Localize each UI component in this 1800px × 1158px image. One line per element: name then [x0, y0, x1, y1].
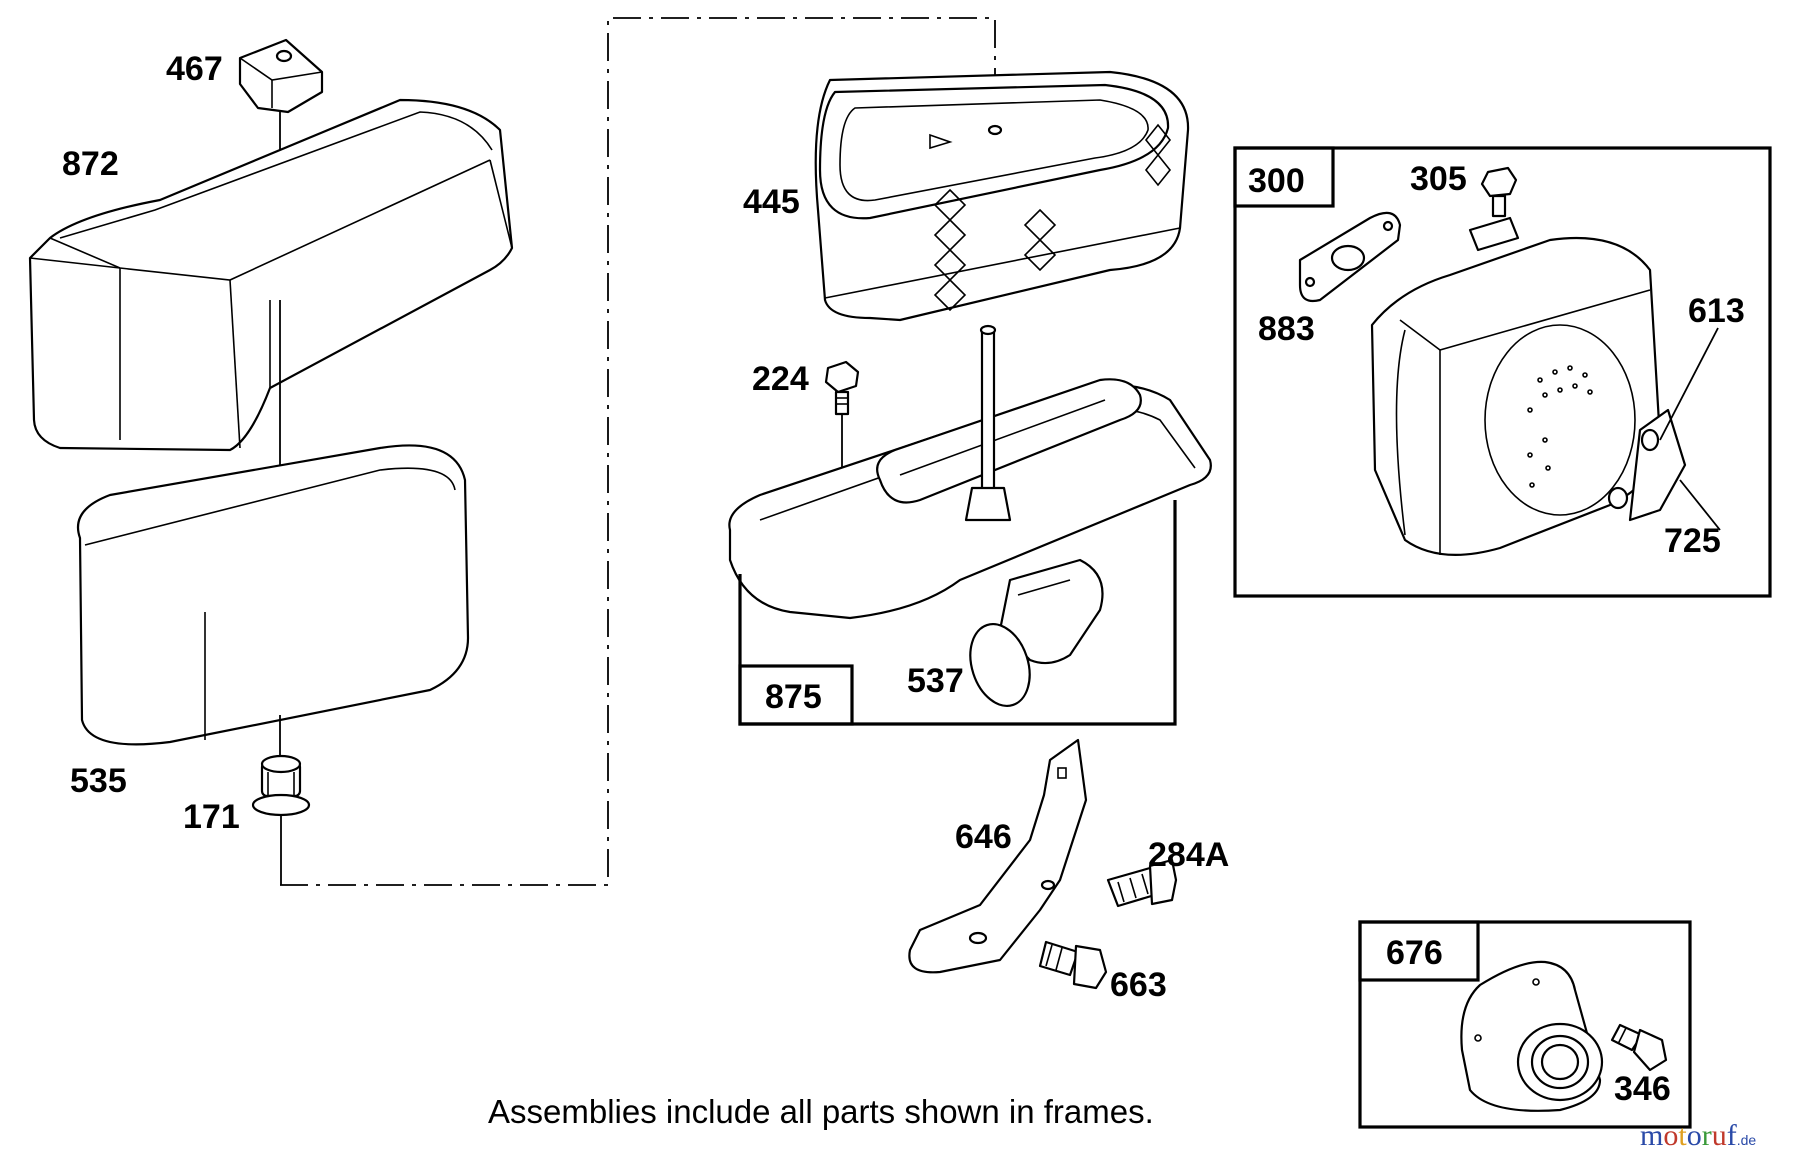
label-613: 613 — [1688, 292, 1745, 330]
label-663: 663 — [1110, 966, 1167, 1004]
grommet-171-drawing — [251, 754, 311, 817]
label-467: 467 — [166, 50, 223, 88]
muffler-300-drawing — [1370, 216, 1687, 556]
label-875: 875 — [765, 678, 822, 716]
filter-cartridge-445-drawing — [814, 70, 1190, 322]
watermark-letter: o — [1663, 1119, 1678, 1152]
wing-knob-467-drawing — [238, 38, 324, 114]
label-537: 537 — [907, 662, 964, 700]
bolt-663-drawing — [1038, 940, 1108, 990]
assembly-note: Assemblies include all parts shown in fr… — [488, 1093, 1154, 1130]
watermark-letter: u — [1712, 1119, 1727, 1152]
gasket-537 — [969, 623, 1031, 707]
watermark-letter: t — [1678, 1119, 1687, 1152]
deflector-676-drawing — [1460, 960, 1604, 1112]
label-284A: 284A — [1148, 836, 1229, 874]
label-883: 883 — [1258, 310, 1315, 348]
air-cleaner-cover-872-drawing — [28, 98, 514, 452]
label-305: 305 — [1410, 160, 1467, 198]
leader-725 — [1679, 479, 1721, 531]
watermark-letter: m — [1640, 1119, 1663, 1152]
watermark-suffix: .de — [1737, 1132, 1757, 1148]
watermark: motoruf.de — [1640, 1119, 1756, 1152]
watermark-letter: f — [1727, 1119, 1737, 1152]
frame-676 — [1358, 920, 1692, 1129]
label-872: 872 — [62, 145, 119, 183]
screw-224-drawing — [824, 360, 860, 416]
frame-300-tag — [1233, 146, 1335, 208]
label-646: 646 — [955, 818, 1012, 856]
label-535: 535 — [70, 762, 127, 800]
screw-284A-drawing — [1106, 858, 1178, 908]
frame-300 — [1233, 146, 1772, 598]
label-725: 725 — [1664, 522, 1721, 560]
gasket-883-drawing — [1298, 211, 1402, 303]
label-224: 224 — [752, 360, 809, 398]
label-676: 676 — [1386, 934, 1443, 972]
leader-613 — [1659, 327, 1719, 441]
watermark-letter: o — [1687, 1119, 1702, 1152]
bracket-646-drawing — [908, 738, 1088, 974]
label-346: 346 — [1614, 1070, 1671, 1108]
pre-cleaner-535-drawing — [76, 444, 470, 746]
assembly-chain-line — [280, 17, 996, 886]
frame-875 — [738, 500, 1177, 726]
frame-875-tag — [738, 664, 854, 726]
label-171: 171 — [183, 798, 240, 836]
label-300: 300 — [1248, 162, 1305, 200]
screw-346-drawing — [1610, 1023, 1668, 1072]
air-cleaner-base-875-drawing — [728, 324, 1212, 665]
watermark-letter: r — [1702, 1119, 1712, 1152]
bolt-305-drawing — [1480, 166, 1518, 218]
label-445: 445 — [743, 183, 800, 221]
frame-676-tag — [1358, 920, 1480, 982]
